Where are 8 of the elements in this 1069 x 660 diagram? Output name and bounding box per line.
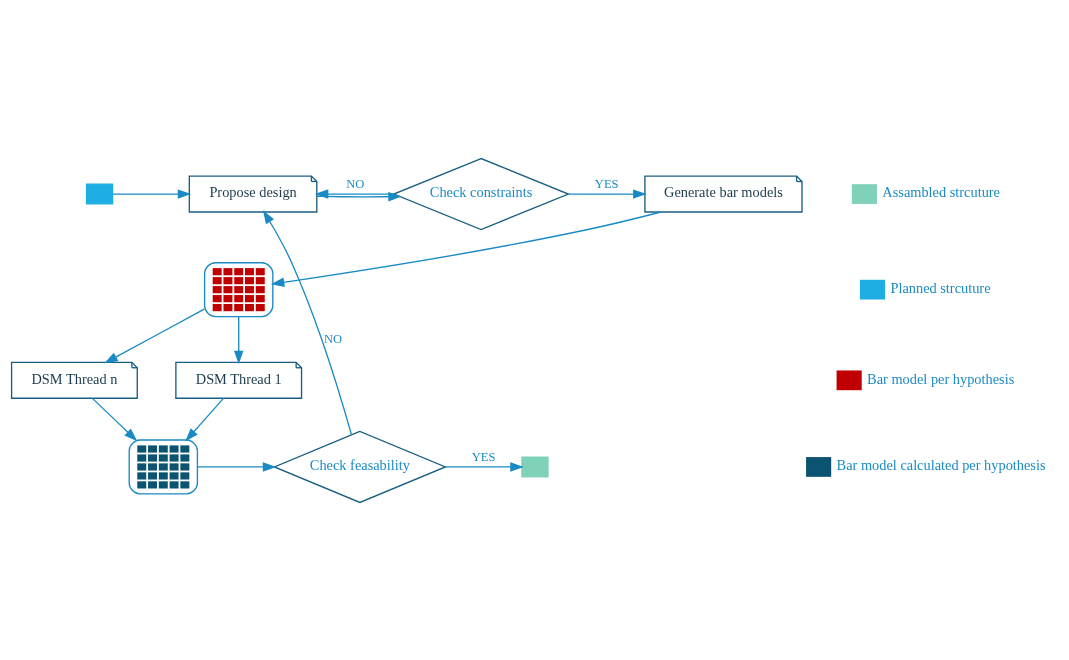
legend-label: Bar model per hypothesis — [867, 370, 1015, 387]
edge-label: YES — [594, 176, 619, 191]
edge-label: NO — [323, 331, 343, 346]
legend-label: Planned strcuture — [890, 279, 991, 296]
legend-label: Bar model calculated per hypothesis — [836, 456, 1046, 473]
edge-label: NO — [346, 176, 365, 191]
edge-label: YES — [471, 449, 496, 464]
legend-label: Assambled strcuture — [882, 183, 1000, 200]
